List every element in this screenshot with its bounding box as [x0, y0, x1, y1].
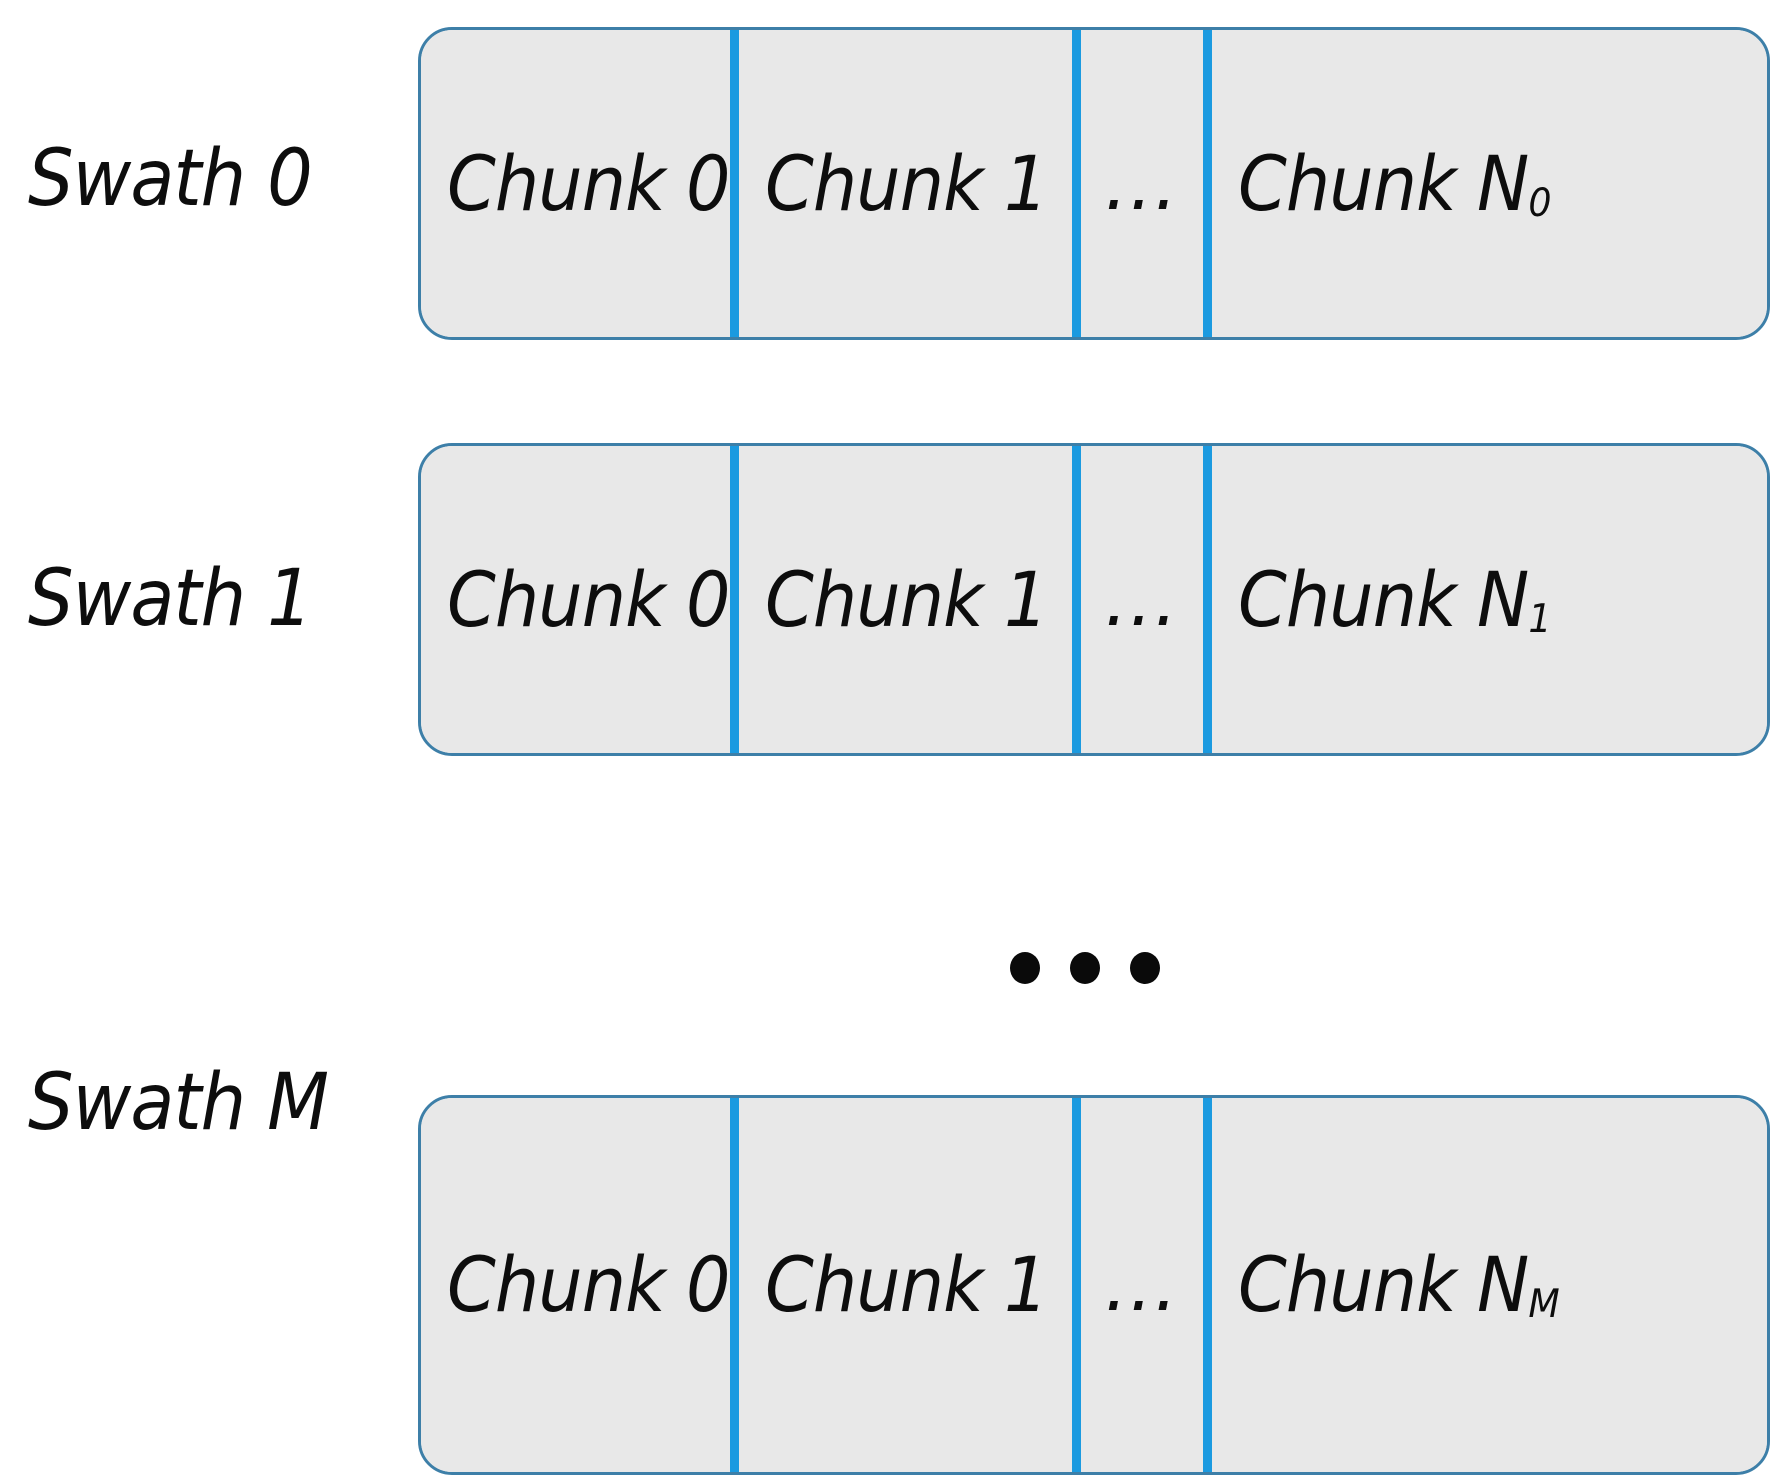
swath-bar-2: Chunk 0 Chunk 1 ... Chunk NM — [418, 1095, 1770, 1475]
chunk-label-1-1: Chunk 1 — [765, 554, 1048, 644]
chunk-label-1-3: Chunk N1 — [1238, 554, 1552, 644]
chunk-cell-1-1: Chunk 1 — [730, 446, 1072, 753]
chunk-cell-2-0: Chunk 0 — [421, 1098, 730, 1472]
chunk-label-1-2: ... — [1104, 557, 1180, 642]
continuation-dot-3 — [1130, 952, 1160, 984]
swath-bar-0: Chunk 0 Chunk 1 ... Chunk N0 — [418, 27, 1770, 340]
chunk-cell-0-0: Chunk 0 — [421, 30, 730, 337]
chunk-label-2-1: Chunk 1 — [765, 1240, 1048, 1329]
chunk-label-2-0: Chunk 0 — [447, 1240, 730, 1329]
swath-label-0: Swath 0 — [28, 134, 313, 224]
chunk-label-2-2: ... — [1104, 1243, 1180, 1327]
swath-label-2: Swath M — [28, 1058, 329, 1148]
chunk-cell-2-1: Chunk 1 — [730, 1098, 1072, 1472]
chunk-cell-0-3: Chunk N0 — [1203, 30, 1767, 337]
chunk-label-0-2: ... — [1104, 141, 1180, 226]
continuation-dot-2 — [1070, 952, 1100, 984]
chunk-cell-1-3: Chunk N1 — [1203, 446, 1767, 753]
chunk-cell-0-2: ... — [1072, 30, 1203, 337]
chunk-label-0-0: Chunk 0 — [447, 138, 730, 228]
swath-bar-1: Chunk 0 Chunk 1 ... Chunk N1 — [418, 443, 1770, 756]
chunk-cell-1-2: ... — [1072, 446, 1203, 753]
chunk-cell-2-3: Chunk NM — [1203, 1098, 1767, 1472]
chunk-cell-2-2: ... — [1072, 1098, 1203, 1472]
chunk-label-2-3: Chunk NM — [1238, 1240, 1560, 1329]
chunk-cell-1-0: Chunk 0 — [421, 446, 730, 753]
row-continuation-dots — [1010, 952, 1160, 984]
chunk-cell-0-1: Chunk 1 — [730, 30, 1072, 337]
chunk-label-1-0: Chunk 0 — [447, 554, 730, 644]
continuation-dot-1 — [1010, 952, 1040, 984]
swath-label-1: Swath 1 — [28, 554, 313, 644]
chunk-label-0-1: Chunk 1 — [765, 138, 1048, 228]
chunk-label-0-3: Chunk N0 — [1238, 138, 1552, 228]
